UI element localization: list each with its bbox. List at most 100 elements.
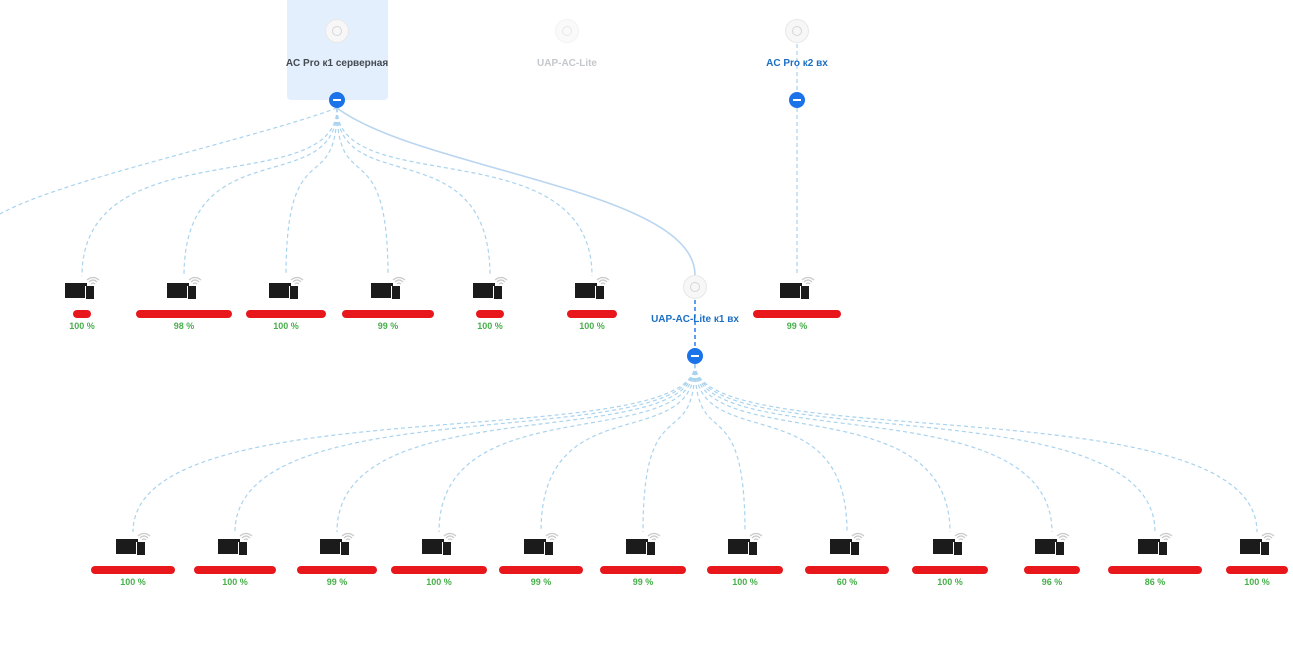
client-link [336,107,389,277]
tower-shape [442,542,451,555]
tower-shape [340,542,349,555]
client-signal: 100 % [273,321,299,331]
monitor-shape [1035,539,1057,554]
client-link [0,107,338,215]
monitor-shape [116,539,138,554]
wifi-signal-icon [801,276,815,285]
monitor-shape [524,539,546,554]
client-link [694,363,1258,533]
ap-icon[interactable] [555,19,579,43]
client-link [694,363,848,533]
client-link [642,363,696,533]
monitor-shape [167,283,189,298]
desktop-wifi-icon[interactable] [371,276,406,299]
monitor-shape [933,539,955,554]
wifi-signal-icon [596,276,610,285]
redaction-mark [73,310,91,318]
redaction-mark [476,310,504,318]
wifi-signal-icon [545,532,559,541]
tower-shape [289,286,298,299]
desktop-wifi-icon[interactable] [116,532,151,555]
ap-name-ap2[interactable]: UAP-AC-Lite [537,58,597,69]
ap-name-ap3[interactable]: AC Pro к2 вх [766,58,828,69]
redaction-mark [567,310,617,318]
wifi-signal-icon [494,276,508,285]
tower-shape [544,542,553,555]
client-link [234,363,696,533]
tower-shape [136,542,145,555]
monitor-shape [830,539,852,554]
client-signal: 100 % [1244,577,1270,587]
tower-shape [1158,542,1167,555]
collapse-button-ap3[interactable] [789,92,805,108]
tower-shape [1260,542,1269,555]
desktop-wifi-icon[interactable] [830,532,865,555]
redaction-mark [194,566,276,574]
tower-shape [646,542,655,555]
desktop-wifi-icon[interactable] [473,276,508,299]
ap-name-ap1[interactable]: AC Pro к1 серверная [285,58,389,69]
wifi-signal-icon [749,532,763,541]
client-signal: 96 % [1041,577,1063,587]
desktop-wifi-icon[interactable] [780,276,815,299]
selected-ap-highlight [287,0,388,100]
desktop-wifi-icon[interactable] [320,532,355,555]
tower-shape [850,542,859,555]
client-link [540,363,696,533]
wifi-signal-icon [188,276,202,285]
redaction-mark [805,566,889,574]
ap-name-ap4[interactable]: UAP-AC-Lite к1 вх [651,314,739,325]
ap-icon[interactable] [683,275,707,299]
tower-shape [800,286,809,299]
monitor-shape [473,283,495,298]
tower-shape [85,286,94,299]
monitor-shape [1138,539,1160,554]
desktop-wifi-icon[interactable] [728,532,763,555]
wifi-signal-icon [392,276,406,285]
tower-shape [187,286,196,299]
wifi-signal-icon [239,532,253,541]
desktop-wifi-icon[interactable] [626,532,661,555]
client-link [132,363,696,533]
client-signal: 99 % [786,321,808,331]
desktop-wifi-icon[interactable] [933,532,968,555]
tower-shape [493,286,502,299]
collapse-button-ap1[interactable] [329,92,345,108]
wifi-signal-icon [1261,532,1275,541]
wifi-signal-icon [290,276,304,285]
collapse-button-ap4[interactable] [687,348,703,364]
wifi-signal-icon [851,532,865,541]
client-link [336,107,491,277]
redaction-mark [136,310,232,318]
tower-shape [953,542,962,555]
wifi-signal-icon [1056,532,1070,541]
ap-icon[interactable] [325,19,349,43]
client-link [694,363,1156,533]
ap-icon[interactable] [785,19,809,43]
wifi-signal-icon [647,532,661,541]
desktop-wifi-icon[interactable] [1138,532,1173,555]
desktop-wifi-icon[interactable] [167,276,202,299]
client-signal: 100 % [426,577,452,587]
redaction-mark [1226,566,1288,574]
client-signal: 86 % [1144,577,1166,587]
redaction-mark [246,310,326,318]
desktop-wifi-icon[interactable] [65,276,100,299]
client-link [438,363,696,533]
desktop-wifi-icon[interactable] [1240,532,1275,555]
monitor-shape [1240,539,1262,554]
redaction-mark [1024,566,1080,574]
wifi-signal-icon [1159,532,1173,541]
client-signal: 100 % [222,577,248,587]
desktop-wifi-icon[interactable] [1035,532,1070,555]
desktop-wifi-icon[interactable] [575,276,610,299]
tower-shape [391,286,400,299]
client-signal: 99 % [326,577,348,587]
desktop-wifi-icon[interactable] [269,276,304,299]
desktop-wifi-icon[interactable] [524,532,559,555]
desktop-wifi-icon[interactable] [422,532,457,555]
redaction-mark [91,566,175,574]
monitor-shape [780,283,802,298]
desktop-wifi-icon[interactable] [218,532,253,555]
redaction-mark [297,566,377,574]
